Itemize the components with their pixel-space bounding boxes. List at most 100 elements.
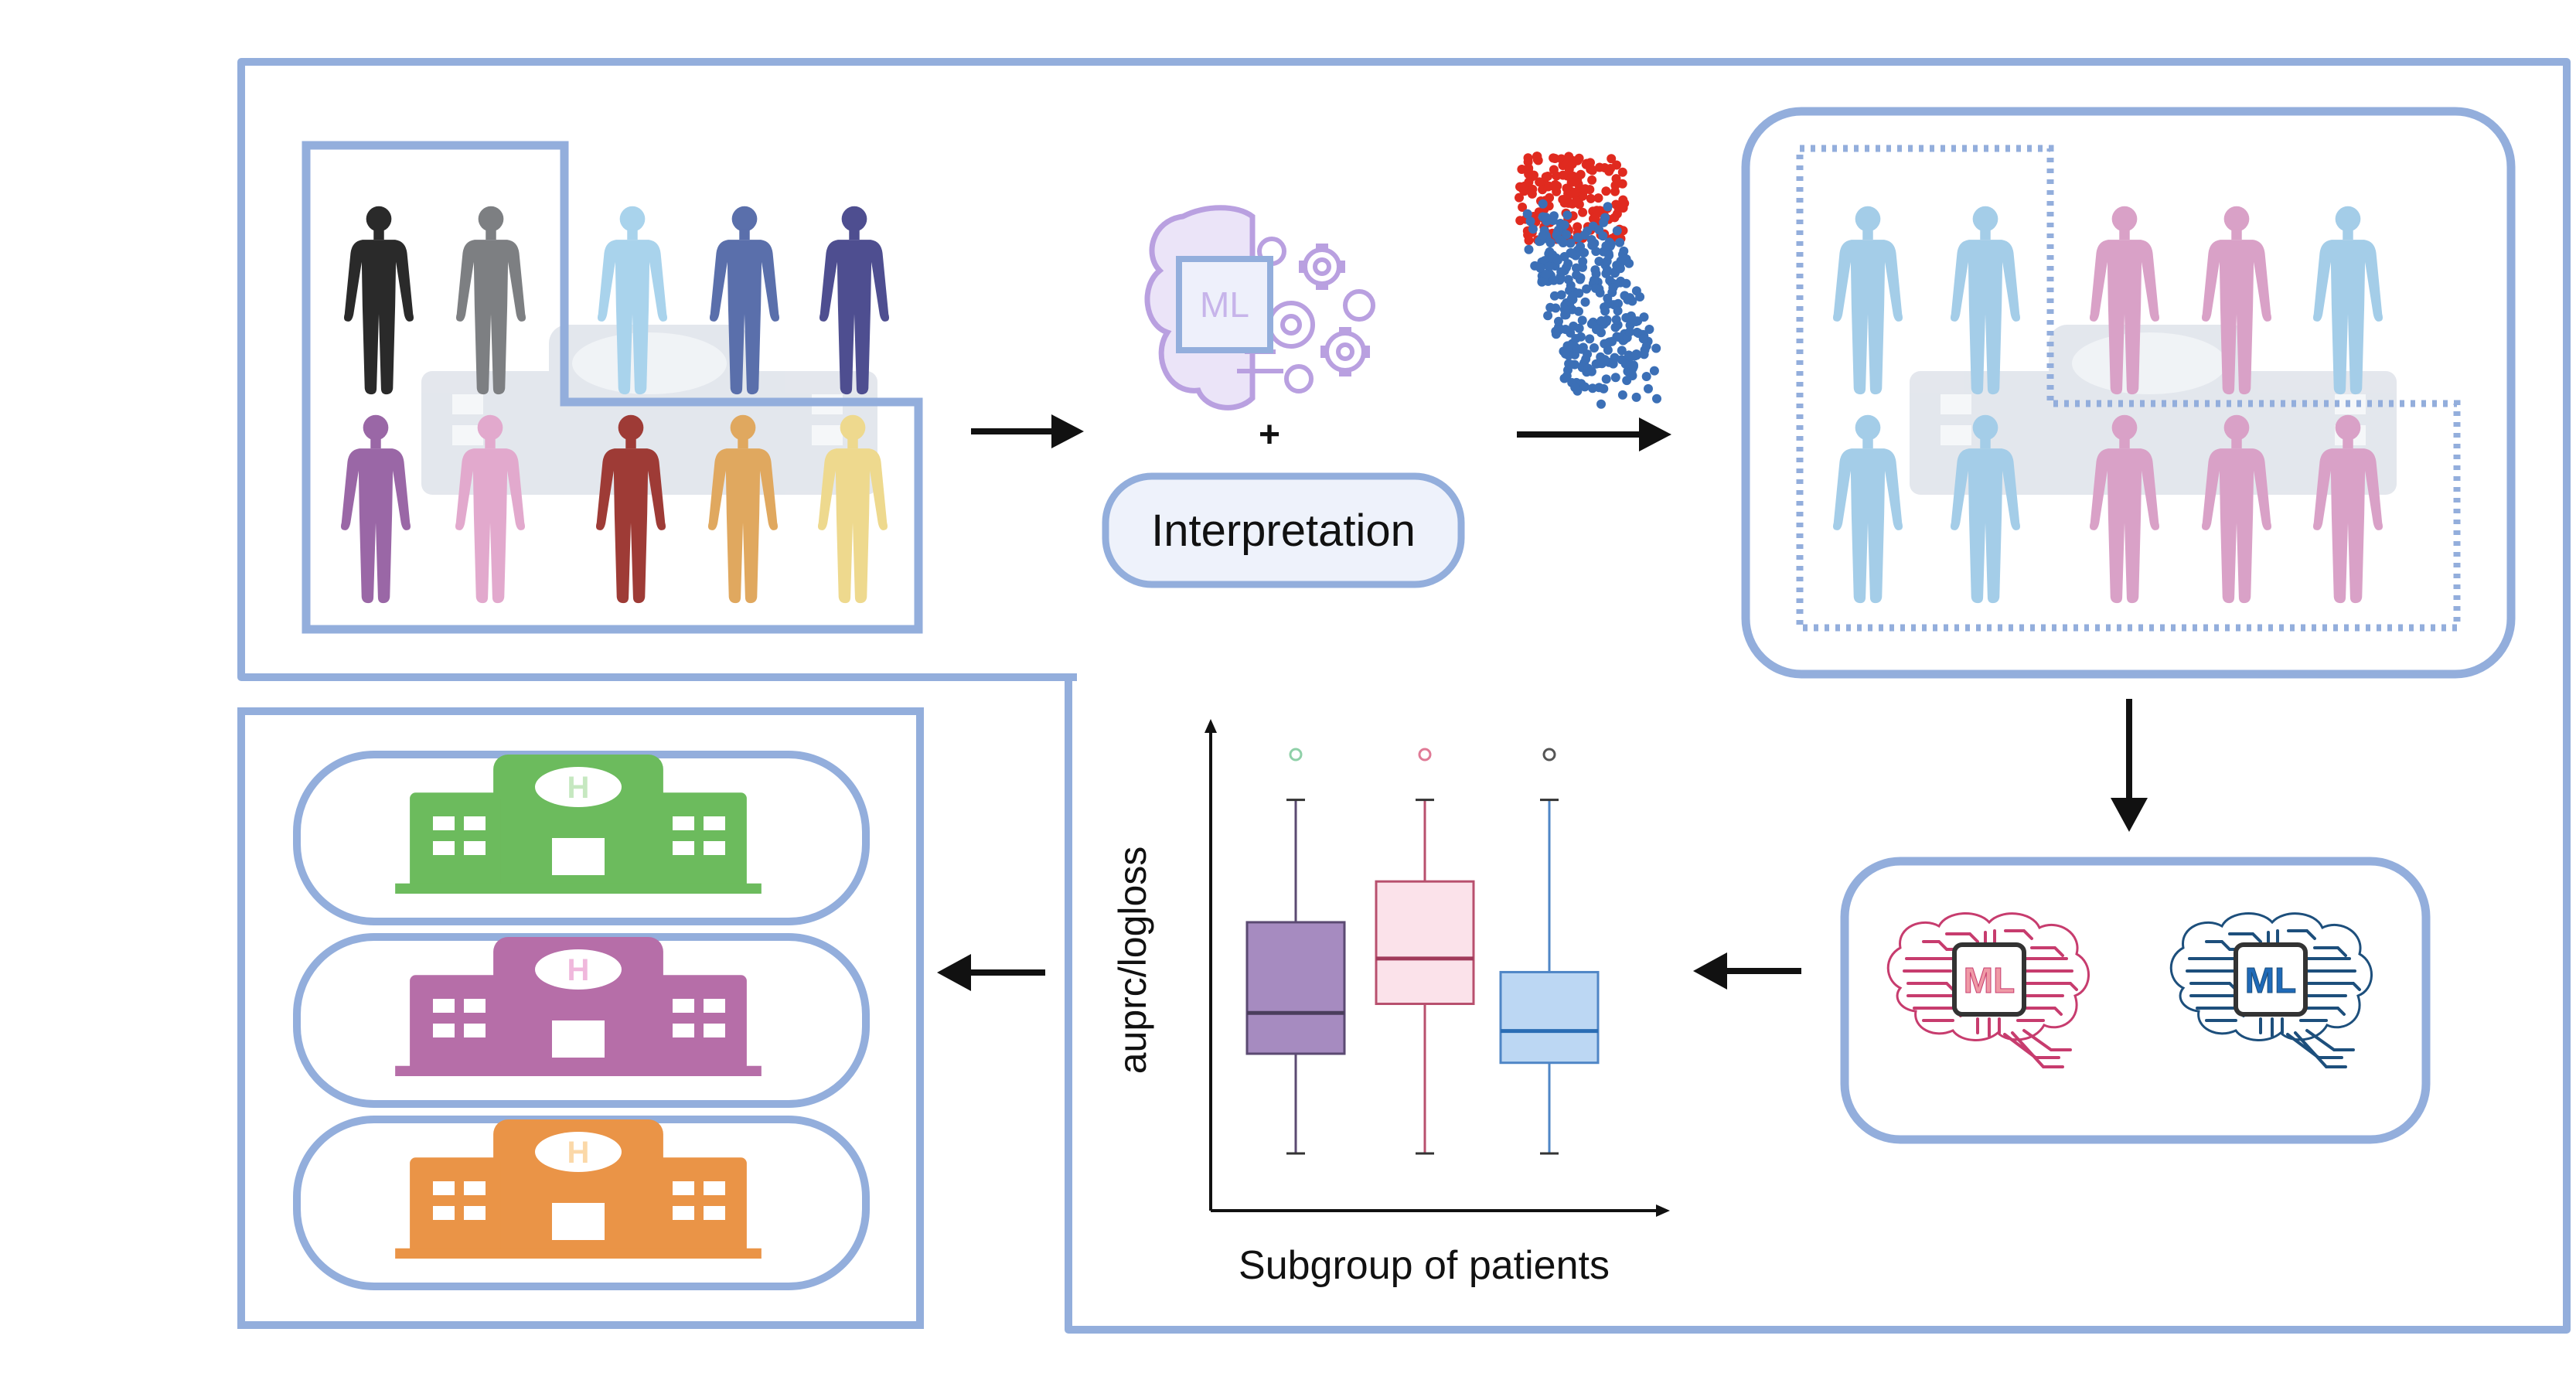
- hospital-window: [704, 1181, 725, 1195]
- scatter-point: [1644, 325, 1654, 334]
- scatter-point: [1528, 224, 1538, 234]
- scatter-point: [1598, 231, 1608, 241]
- scatter-point: [1556, 290, 1566, 300]
- hospital-window: [704, 816, 725, 830]
- scatter-point: [1627, 368, 1637, 378]
- scatter-point: [1562, 371, 1572, 381]
- top-panel: ML + Interpretation: [237, 58, 2571, 1334]
- scatter-point: [1612, 160, 1621, 170]
- person-silhouette-icon: [819, 206, 890, 395]
- scatter-point: [1617, 167, 1627, 177]
- scatter-point: [1543, 311, 1553, 321]
- hospital-window: [704, 1206, 725, 1220]
- scatter-point: [1625, 293, 1635, 303]
- scatter-point: [1620, 359, 1630, 369]
- scatter-point: [1545, 302, 1555, 312]
- arrow-1-head: [1051, 414, 1084, 448]
- scatter-point: [1651, 343, 1661, 353]
- scatter-point: [1604, 250, 1614, 261]
- clusters-frame: [1741, 107, 2516, 679]
- hospitals-panel: HHH: [237, 707, 924, 1329]
- hospital-sign: [535, 949, 622, 990]
- scatter-point: [1585, 334, 1595, 344]
- box-outlier: [1289, 748, 1303, 761]
- scatter-point: [1587, 165, 1597, 175]
- scatter-point: [1627, 315, 1637, 325]
- scatter-point: [1610, 322, 1620, 332]
- scatter-point: [1603, 202, 1613, 212]
- scatter-point: [1518, 203, 1528, 212]
- scatter-point: [1625, 327, 1634, 337]
- scatter-point: [1564, 152, 1574, 162]
- scatter-point: [1566, 238, 1576, 248]
- hospital-window: [704, 999, 725, 1013]
- boxes: [1245, 748, 1600, 1155]
- scatter-point: [1618, 203, 1628, 213]
- hospital-door: [552, 1203, 605, 1240]
- scatter-point: [1613, 306, 1623, 316]
- scatter-point: [1624, 258, 1634, 268]
- hospital-window: [673, 816, 694, 830]
- hospital-window: [433, 1206, 455, 1220]
- scatter-point: [1601, 241, 1611, 251]
- hospital-backdrop-2: [1910, 325, 2397, 495]
- scatter-point: [1578, 257, 1588, 267]
- ml-chip-label: ML: [1200, 284, 1249, 325]
- ml-gear-brain-icon: ML: [1144, 205, 1375, 411]
- scatter-point: [1622, 376, 1632, 386]
- scatter-point: [1556, 267, 1566, 277]
- scatter-point: [1590, 343, 1599, 353]
- scatter-point: [1566, 359, 1576, 370]
- scatter-point: [1599, 383, 1609, 394]
- scatter-point: [1571, 334, 1581, 343]
- scatter-point: [1578, 207, 1588, 217]
- top-panel-frame: [237, 58, 2571, 1334]
- hospital-window: [433, 816, 455, 830]
- hospitals-frame: [237, 707, 924, 1329]
- interpretation-label: Interpretation: [1151, 506, 1416, 556]
- hospital-window: [673, 1181, 694, 1195]
- scatter-point: [1551, 326, 1561, 336]
- scatter-point: [1560, 349, 1570, 359]
- person-silhouette-icon: [1950, 206, 2021, 395]
- scatter-point: [1596, 316, 1607, 325]
- ml-chip: [1176, 256, 1273, 353]
- plus-sign: +: [1259, 414, 1280, 455]
- scatter-point: [1579, 247, 1588, 257]
- scatter-point: [1617, 179, 1627, 189]
- scatter-point: [1552, 186, 1562, 196]
- scatter-point: [1652, 394, 1661, 404]
- hospital-window: [433, 1181, 455, 1195]
- scatter-point: [1572, 263, 1581, 273]
- scatter-point: [1604, 166, 1614, 176]
- scatter-point: [1638, 334, 1648, 344]
- scatter-point: [1608, 283, 1618, 293]
- x-axis-label: Subgroup of patients: [1239, 1243, 1610, 1288]
- scatter-point: [1604, 299, 1613, 308]
- scatter-point: [1592, 206, 1602, 216]
- box-outlier: [1418, 748, 1432, 761]
- scatter-point: [1631, 350, 1641, 360]
- scatter-point: [1616, 257, 1626, 267]
- scatter-point: [1570, 383, 1580, 393]
- box-body: [1375, 880, 1475, 1005]
- scatter-point: [1524, 177, 1534, 187]
- scatter-point: [1574, 323, 1584, 333]
- scatter-point: [1562, 210, 1573, 220]
- box-outlier: [1542, 748, 1556, 761]
- hospital-window: [704, 1024, 725, 1037]
- scatter-point: [1618, 195, 1628, 205]
- patient-clusters-panel: [1741, 107, 2516, 679]
- scatter-point: [1607, 154, 1617, 164]
- scatter-point: [1579, 230, 1590, 240]
- scatter-point: [1544, 261, 1554, 271]
- scatter-point: [1587, 175, 1597, 185]
- cohort-frame: [302, 141, 923, 634]
- scatter-point: [1524, 163, 1534, 173]
- scatter-point: [1568, 249, 1578, 259]
- y-axis-arrowhead: [1205, 719, 1217, 733]
- scatter-point: [1532, 152, 1542, 162]
- scatter-point: [1595, 288, 1605, 298]
- scatter-point: [1524, 244, 1534, 254]
- scatter-point: [1586, 193, 1596, 203]
